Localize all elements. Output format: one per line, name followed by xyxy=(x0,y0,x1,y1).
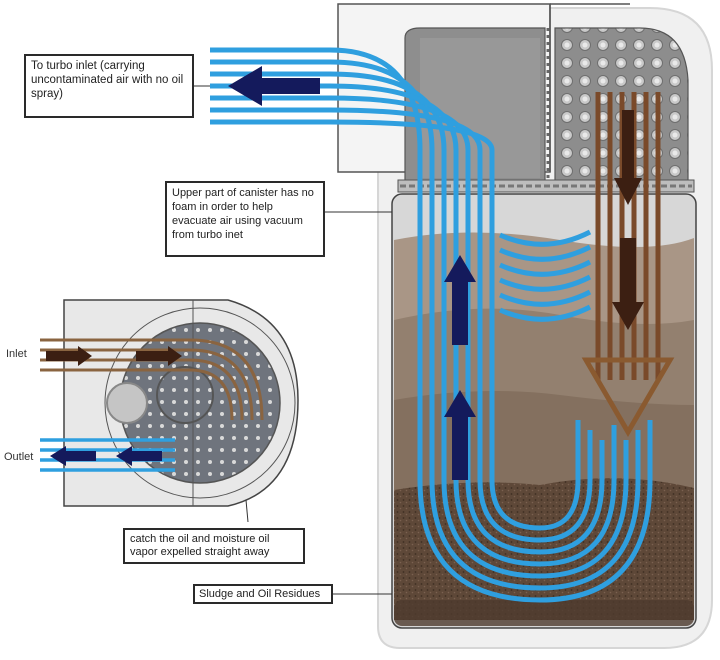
inlet-label: Inlet xyxy=(6,348,27,360)
callout-upper-part-text: Upper part of canister has no foam in or… xyxy=(172,187,314,241)
arrow-up-1 xyxy=(444,255,476,345)
leader-lines xyxy=(194,85,392,595)
callout-sludge-text: Sludge and Oil Residues xyxy=(199,588,321,600)
callout-catch-oil-text: catch the oil and moisture oil vapor exp… xyxy=(130,533,270,558)
clean-air-flow xyxy=(210,47,653,603)
callout-sludge: Sludge and Oil Residues xyxy=(193,584,333,604)
arrow-left-to-turbo xyxy=(228,66,320,106)
outlet-label: Outlet xyxy=(4,451,34,463)
outlet-arrow-2 xyxy=(116,446,162,466)
inlet-arrow-2 xyxy=(136,346,182,366)
arrow-down-2 xyxy=(612,238,644,330)
callout-upper-part: Upper part of canister has no foam in or… xyxy=(165,181,325,257)
arrow-up-2 xyxy=(444,390,476,480)
hollow-down-arrow xyxy=(581,357,675,437)
callout-turbo-inlet: To turbo inlet (carrying uncontaminated … xyxy=(24,54,194,118)
inlet-arrow-1 xyxy=(46,346,92,366)
callout-turbo-inlet-text: To turbo inlet (carrying uncontaminated … xyxy=(31,60,184,100)
arrow-down-1 xyxy=(614,110,642,205)
inset-top-view xyxy=(40,299,299,507)
callout-catch-oil: catch the oil and moisture oil vapor exp… xyxy=(123,528,305,564)
outlet-arrow-1 xyxy=(50,446,96,466)
